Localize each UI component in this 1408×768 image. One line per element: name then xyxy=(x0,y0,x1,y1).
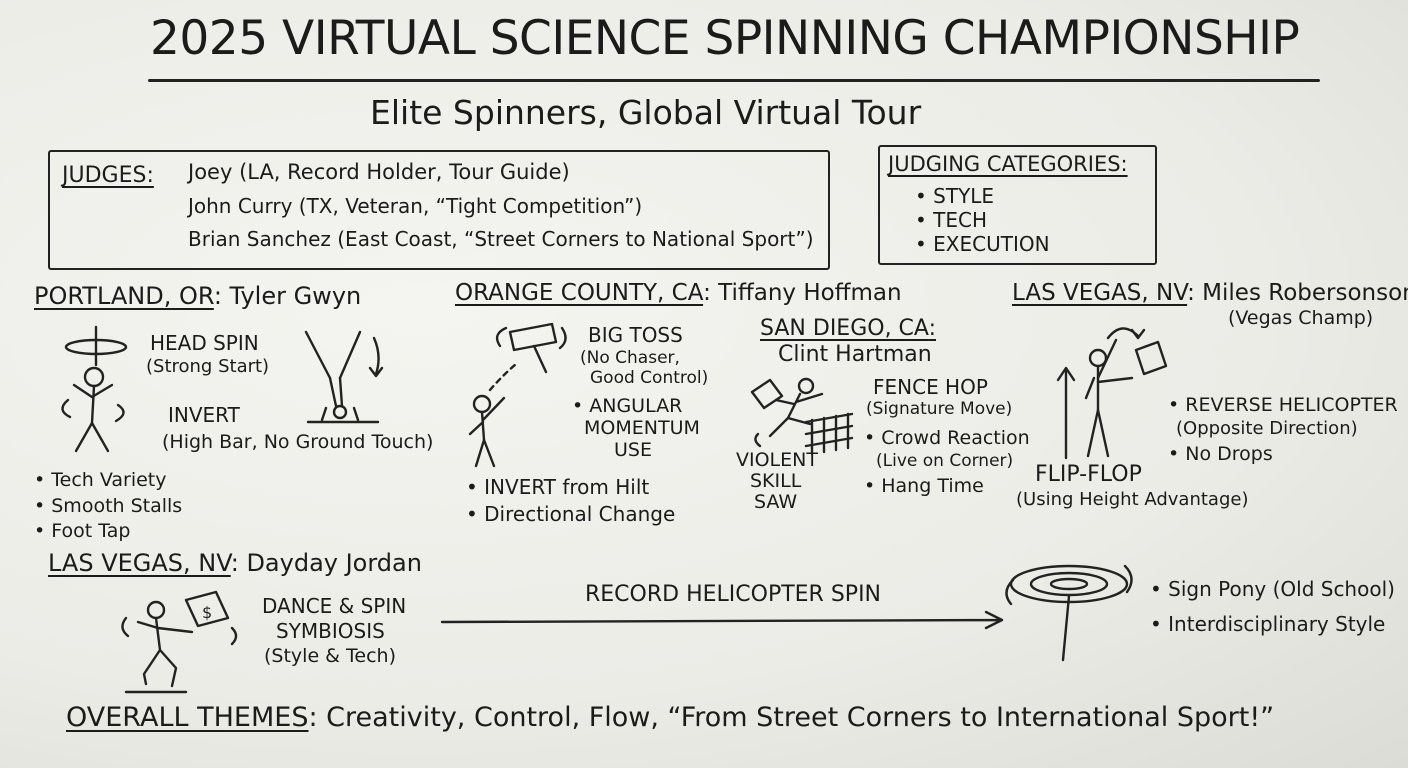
orange-move2-2: MOMENTUM xyxy=(584,417,700,439)
sandiego-bullet1: • Crowd Reaction xyxy=(864,427,1030,449)
judge-2: John Curry (TX, Veteran, “Tight Competit… xyxy=(188,194,643,218)
page-title: 2025 VIRTUAL SCIENCE SPINNING CHAMPIONSH… xyxy=(150,11,1300,66)
vegas1-location: LAS VEGAS, NV xyxy=(1012,280,1188,306)
orange-name: Tiffany Hoffman xyxy=(718,280,902,306)
page-subtitle: Elite Spinners, Global Virtual Tour xyxy=(370,93,922,132)
portland-location: PORTLAND, OR xyxy=(34,282,214,310)
orange-move2-1: • ANGULAR xyxy=(572,395,683,417)
portland-move2-note: (High Bar, No Ground Touch) xyxy=(162,431,434,453)
sandiego-bullet1-note: (Live on Corner) xyxy=(876,451,1014,471)
sandiego-location: SAN DIEGO, CA: xyxy=(760,316,936,341)
sandiego-bullet2: • Hang Time xyxy=(864,475,984,497)
vegas2-move-2: SYMBIOSIS xyxy=(276,619,385,643)
sandiego-move1: FENCE HOP xyxy=(873,375,988,399)
portland-bullets: Tech Variety Smooth Stalls Foot Tap xyxy=(34,468,182,545)
categories-label: JUDGING CATEGORIES: xyxy=(888,152,1128,176)
judges-label: JUDGES: xyxy=(62,163,154,188)
list-item: Directional Change xyxy=(466,501,675,528)
list-item: Tech Variety xyxy=(34,468,182,494)
sandiego-name: Clint Hartman xyxy=(778,342,932,367)
themes-text: Creativity, Control, Flow, “From Street … xyxy=(326,702,1275,733)
vegas2-move-3: (Style & Tech) xyxy=(264,645,396,667)
themes-label: OVERALL THEMES xyxy=(66,702,309,733)
judge-3: Brian Sanchez (East Coast, “Street Corne… xyxy=(188,227,814,251)
record-label: RECORD HELICOPTER SPIN xyxy=(585,582,882,607)
vegas2-location: LAS VEGAS, NV xyxy=(48,549,231,577)
category-item: EXECUTION xyxy=(915,232,1049,256)
sandiego-skill-1: VIOLENT xyxy=(736,449,818,471)
orange-header: ORANGE COUNTY, CA: Tiffany Hoffman xyxy=(455,280,902,306)
list-item: INVERT from Hilt xyxy=(466,474,675,501)
title-underline xyxy=(148,79,1320,82)
vegas1-header: LAS VEGAS, NV: Miles Robersonson xyxy=(1012,280,1408,306)
fence-hop-icon xyxy=(750,377,854,456)
orange-move1-note-1: (No Chaser, xyxy=(580,348,680,368)
portland-move1-note: (Strong Start) xyxy=(146,356,270,377)
vegas1-note: (Vegas Champ) xyxy=(1228,307,1374,329)
record-bullets: Sign Pony (Old School) Interdisciplinary… xyxy=(1150,572,1395,642)
vegas2-name: Dayday Jordan xyxy=(246,549,422,577)
vegas1-bullet1-note: (Opposite Direction) xyxy=(1176,418,1358,439)
vegas1-bullet2: • No Drops xyxy=(1168,443,1273,465)
vegas1-move-note: (Using Height Advantage) xyxy=(1016,489,1249,510)
judges-box xyxy=(48,150,830,270)
helicopter-spin-icon xyxy=(1005,564,1133,662)
orange-move1-note-2: Good Control) xyxy=(590,368,709,388)
flip-flop-icon xyxy=(1056,327,1168,460)
vegas1-name: Miles Robersonson xyxy=(1202,280,1408,306)
sandiego-move1-note: (Signature Move) xyxy=(866,399,1013,419)
handstand-invert-icon xyxy=(304,330,384,424)
dance-spin-icon: $ xyxy=(121,590,238,694)
list-item: Foot Tap xyxy=(34,519,182,545)
svg-text:$: $ xyxy=(202,603,212,622)
portland-move2: INVERT xyxy=(168,403,240,427)
orange-move2-3: USE xyxy=(614,439,652,461)
sandiego-skill-3: SAW xyxy=(754,491,798,513)
portland-name: Tyler Gwyn xyxy=(229,282,362,310)
orange-move1: BIG TOSS xyxy=(588,323,683,347)
vegas2-move-1: DANCE & SPIN xyxy=(262,594,407,618)
portland-move1: HEAD SPIN xyxy=(150,331,259,355)
category-item: STYLE xyxy=(915,184,1050,208)
vegas1-bullet1: • REVERSE HELICOPTER xyxy=(1168,394,1398,416)
vegas2-header: LAS VEGAS, NV: Dayday Jordan xyxy=(48,549,422,577)
vegas1-move: FLIP-FLOP xyxy=(1035,462,1142,487)
list-item: Interdisciplinary Style xyxy=(1150,607,1395,642)
portland-header: PORTLAND, OR: Tyler Gwyn xyxy=(34,282,362,310)
category-item: TECH xyxy=(915,208,1050,232)
themes-line: OVERALL THEMES: Creativity, Control, Flo… xyxy=(66,702,1275,733)
orange-location: ORANGE COUNTY, CA xyxy=(455,280,704,306)
judge-1: Joey (LA, Record Holder, Tour Guide) xyxy=(188,160,570,184)
record-arrow xyxy=(440,610,1004,630)
categories-box xyxy=(878,145,1157,265)
orange-bullets: INVERT from Hilt Directional Change xyxy=(466,474,675,528)
sign-toss-icon xyxy=(468,322,567,468)
list-item: Smooth Stalls xyxy=(34,494,182,520)
sandiego-skill-2: SKILL xyxy=(750,470,802,492)
list-item: Sign Pony (Old School) xyxy=(1150,572,1395,607)
spinner-head-spin-icon xyxy=(61,325,128,453)
categories-list: STYLE TECH EXECUTION xyxy=(915,184,1050,256)
